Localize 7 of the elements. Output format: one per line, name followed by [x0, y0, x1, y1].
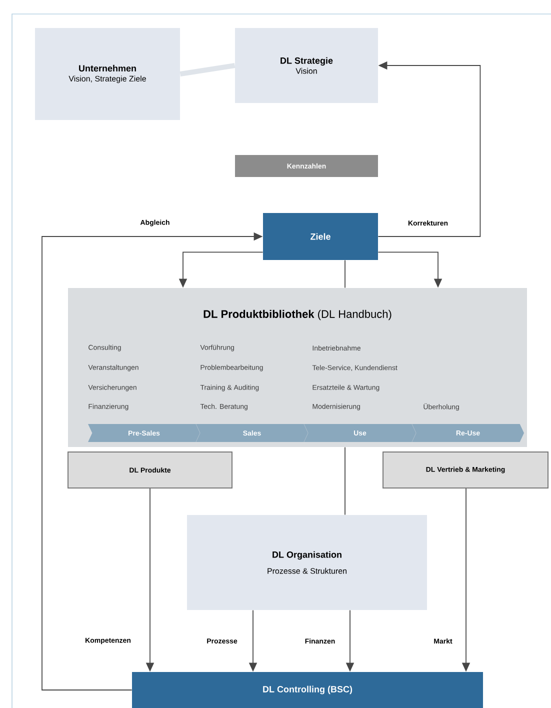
process-box: DL Controlling (BSC) [132, 672, 483, 708]
text-box: Unternehmen Vision, Strategie Ziele [35, 28, 180, 120]
text-box: DL Organisation Prozesse & Strukturen [187, 515, 427, 610]
panel-heading: DL Produktbibliothek (DL Handbuch) [204, 310, 392, 320]
connector-band [180, 63, 236, 76]
text-box: DL Strategie Vision [235, 28, 378, 103]
process-box: Ziele [263, 213, 378, 260]
